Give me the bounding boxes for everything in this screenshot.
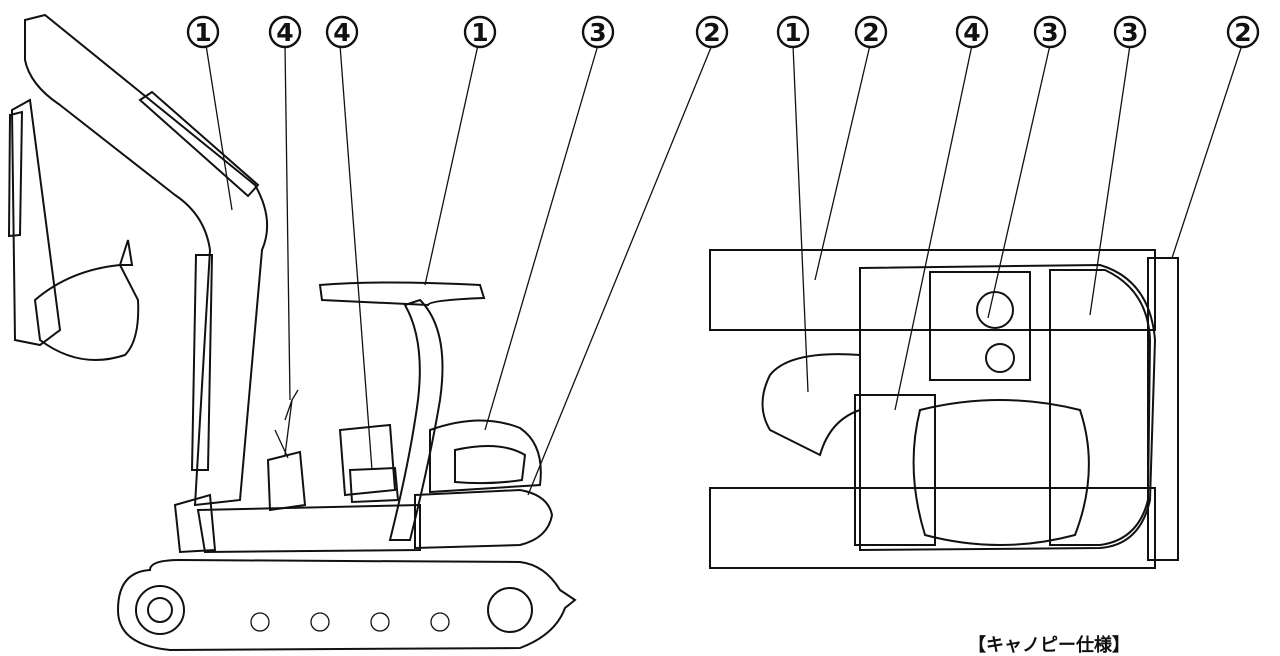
svg-text:1: 1: [471, 18, 488, 47]
callout-marker: 4: [325, 15, 359, 49]
svg-text:3: 3: [589, 18, 606, 47]
top-counterweight: [1049, 269, 1152, 546]
bucket: [33, 263, 140, 361]
callout-marker: 1: [463, 15, 497, 49]
leader-lines: [205, 44, 1243, 496]
lift-cylinder: [190, 254, 214, 471]
svg-text:2: 2: [862, 18, 879, 47]
counterweight: [414, 488, 554, 550]
callout-marker: 1: [186, 15, 220, 49]
svg-text:2: 2: [703, 18, 720, 47]
svg-text:4: 4: [276, 18, 293, 47]
callout-marker: 3: [1033, 15, 1067, 49]
svg-text:4: 4: [333, 18, 350, 47]
svg-text:1: 1: [784, 18, 801, 47]
operator-seat: [338, 423, 397, 497]
top-radiator-cap: [985, 343, 1015, 373]
callout-marker: 3: [581, 15, 615, 49]
swing-post: [173, 493, 217, 554]
arm-cylinder: [7, 110, 24, 238]
dozer-blade: [1147, 257, 1179, 561]
boom: [24, 13, 269, 507]
callout-marker: 2: [1226, 15, 1260, 49]
callout-marker: 4: [268, 15, 302, 49]
svg-text:3: 3: [1121, 18, 1138, 47]
control-stand: [266, 450, 307, 512]
top-boom: [761, 353, 861, 457]
callouts-side-view: 1 4 4 1 3 2: [186, 15, 729, 49]
track-lower: [709, 487, 1156, 569]
engine-hood: [429, 419, 542, 494]
top-upper-body: [859, 263, 1157, 552]
canopy: [318, 281, 486, 541]
callouts-top-view: 1 2 4 3 3 2: [776, 15, 1260, 49]
crawler-track: [116, 558, 577, 652]
seat-base: [348, 466, 400, 504]
control-levers: [274, 389, 299, 459]
callout-marker: 4: [955, 15, 989, 49]
svg-text:2: 2: [1234, 18, 1251, 47]
boom-cylinder: [138, 90, 260, 198]
hood-vent: [454, 445, 527, 485]
track-upper: [709, 249, 1156, 331]
callout-marker: 1: [776, 15, 810, 49]
svg-text:4: 4: [963, 18, 980, 47]
callout-marker: 3: [1113, 15, 1147, 49]
top-view: [709, 249, 1179, 569]
side-view: [7, 13, 577, 652]
top-operator-platform: [854, 394, 936, 546]
top-engine-hood: [929, 271, 1031, 381]
top-fuel-cap: [976, 291, 1014, 329]
upper-frame: [196, 503, 421, 554]
svg-text:3: 3: [1041, 18, 1058, 47]
svg-text:1: 1: [194, 18, 211, 47]
callout-marker: 2: [695, 15, 729, 49]
bucket-teeth: [118, 239, 134, 266]
callout-marker: 2: [854, 15, 888, 49]
arm: [10, 98, 62, 347]
top-canopy-roof: [912, 399, 1090, 546]
figure-caption: 【キャノピー仕様】: [968, 635, 1130, 656]
